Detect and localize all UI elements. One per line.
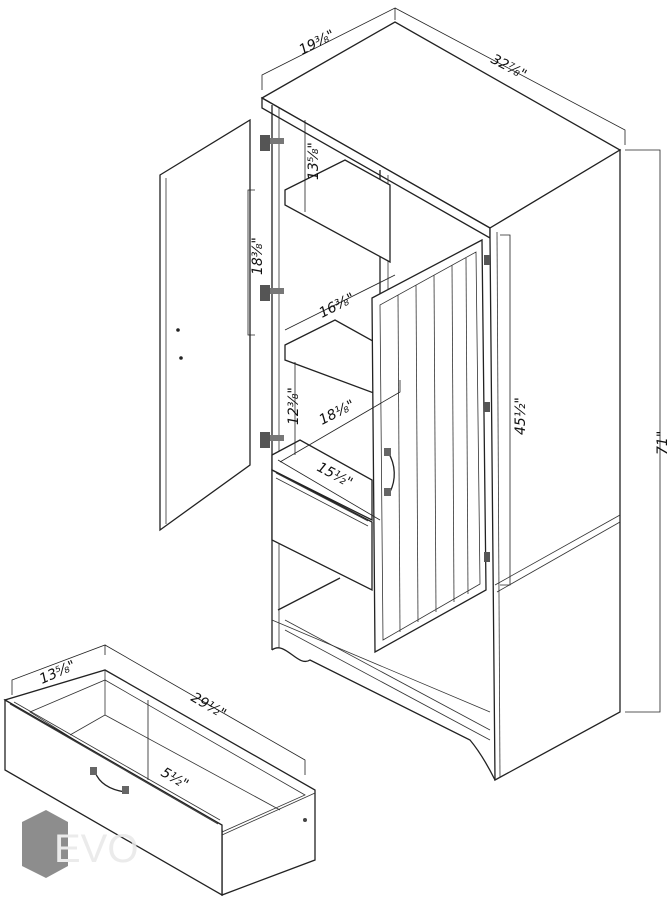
hinge-icon [484, 552, 490, 562]
upper-shelf [284, 159, 391, 264]
drawer-detail [3, 669, 316, 897]
door-height-label: 45½" [513, 397, 529, 435]
door-handle-icon [384, 448, 395, 496]
cabinet-base-apron [271, 647, 496, 781]
left-door [159, 118, 284, 532]
shelf-width-label: 18⅛" [317, 397, 358, 428]
evo-logo: EVO [22, 810, 138, 878]
dimension-lines [11, 7, 661, 780]
logo-text: EVO [54, 827, 138, 871]
cabinet-depth-label: 19⅜" [297, 27, 338, 58]
drawer-handle-icon [90, 767, 129, 794]
drawer-width-label: 29½" [188, 690, 229, 723]
hinge-icon [260, 285, 284, 301]
cabinet-height-label: 71" [655, 431, 671, 455]
drawer-front [4, 698, 223, 897]
lower-shelf-clearance-label: 12⅜" [286, 387, 302, 425]
top-shelf-clearance-label: 13⅝" [306, 142, 322, 180]
cabinet-right-side [489, 148, 621, 782]
hinge-icon [484, 255, 490, 265]
armoire-cabinet [260, 21, 622, 782]
upper-shelf-spacing-label: 18⅜" [250, 237, 266, 275]
hinge-icon [260, 432, 284, 448]
side-panel-joint [494, 514, 621, 586]
hinge-icon [484, 402, 490, 412]
shelf-depth-label: 16⅜" [317, 290, 358, 321]
drawer-slide [277, 577, 341, 611]
cabinet-drawer-front [271, 468, 373, 592]
hinge-icon [260, 135, 284, 151]
right-door [371, 238, 490, 654]
